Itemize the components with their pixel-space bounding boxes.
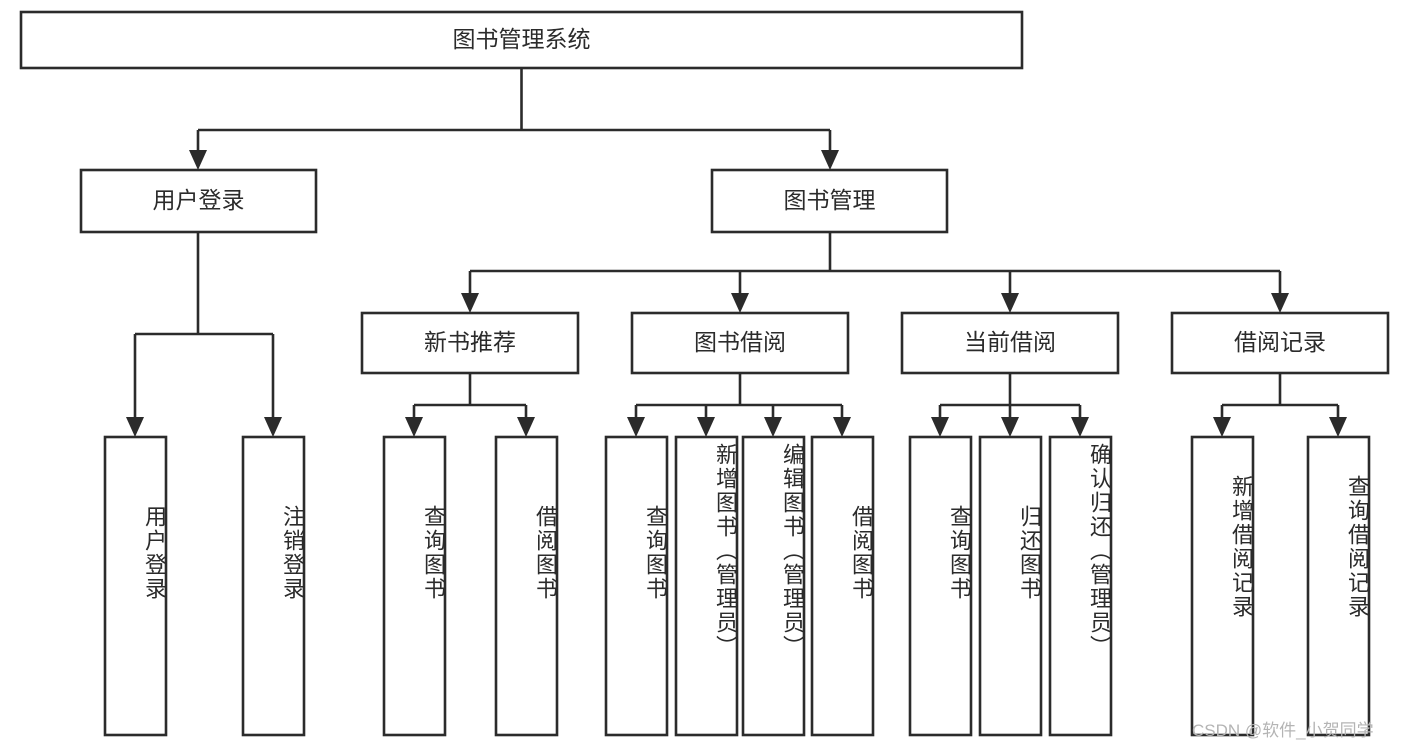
node-user-login[interactable]: 用户登录 xyxy=(79,168,318,234)
leaf-box-user-login-2[interactable] xyxy=(241,435,306,737)
arrow-head-user-login-leaf-2 xyxy=(264,417,282,437)
arrow-head-new-book-leaf-1 xyxy=(405,417,423,437)
watermark-text: CSDN @软件_小贺同学 xyxy=(1192,721,1374,740)
arrow-head-borrow-record-leaf-1 xyxy=(1213,417,1231,437)
arrow-head-current-borrow-leaf-3 xyxy=(1071,417,1089,437)
node-root-label: 图书管理系统 xyxy=(453,26,591,52)
node-layer: 图书管理系统 用户登录 图书管理 新书推荐 图书借阅 xyxy=(19,10,1390,737)
arrow-head-new-book-leaf-2 xyxy=(517,417,535,437)
leaf-box-new-book-2[interactable] xyxy=(494,435,559,737)
node-new-book-recommend[interactable]: 新书推荐 xyxy=(360,311,580,375)
node-current-borrow[interactable]: 当前借阅 xyxy=(900,311,1120,375)
leaf-box-current-borrow-3[interactable] xyxy=(1048,435,1113,737)
arrow-head-borrow-record-leaf-2 xyxy=(1329,417,1347,437)
node-current-borrow-label: 当前借阅 xyxy=(964,329,1056,355)
arrow-head-book-borrow xyxy=(731,293,749,313)
arrow-head-book-borrow-leaf-2 xyxy=(697,417,715,437)
node-new-book-recommend-label: 新书推荐 xyxy=(424,329,516,355)
node-book-management[interactable]: 图书管理 xyxy=(710,168,949,234)
arrow-head-borrow-record xyxy=(1271,293,1289,313)
node-book-borrow[interactable]: 图书借阅 xyxy=(630,311,850,375)
arrow-head-user-login xyxy=(189,150,207,170)
node-book-borrow-label: 图书借阅 xyxy=(694,329,786,355)
node-root[interactable]: 图书管理系统 xyxy=(19,10,1024,70)
arrow-head-book-borrow-leaf-1 xyxy=(627,417,645,437)
arrow-head-current-borrow-leaf-2 xyxy=(1001,417,1019,437)
leaf-box-new-book-1[interactable] xyxy=(382,435,447,737)
leaf-box-book-borrow-3[interactable] xyxy=(741,435,806,737)
arrow-head-current-borrow xyxy=(1001,293,1019,313)
node-borrow-record-label: 借阅记录 xyxy=(1234,329,1326,355)
leaf-box-current-borrow-1[interactable] xyxy=(908,435,973,737)
node-book-management-label: 图书管理 xyxy=(784,187,876,213)
arrow-head-book-borrow-leaf-3 xyxy=(764,417,782,437)
arrow-head-user-login-leaf-1 xyxy=(126,417,144,437)
leaf-box-borrow-record-1[interactable] xyxy=(1190,435,1255,737)
leaf-box-book-borrow-2[interactable] xyxy=(674,435,739,737)
arrow-head-book-borrow-leaf-4 xyxy=(833,417,851,437)
leaf-box-book-borrow-1[interactable] xyxy=(604,435,669,737)
arrow-head-book-mgmt xyxy=(821,150,839,170)
node-user-login-label: 用户登录 xyxy=(153,187,245,213)
arrow-head-current-borrow-leaf-1 xyxy=(931,417,949,437)
connector-layer xyxy=(126,68,1347,437)
leaf-box-current-borrow-2[interactable] xyxy=(978,435,1043,737)
node-borrow-record[interactable]: 借阅记录 xyxy=(1170,311,1390,375)
leaf-box-user-login-1[interactable] xyxy=(103,435,168,737)
arrow-head-new-book xyxy=(461,293,479,313)
leaf-box-book-borrow-4[interactable] xyxy=(810,435,875,737)
leaf-box-borrow-record-2[interactable] xyxy=(1306,435,1371,737)
